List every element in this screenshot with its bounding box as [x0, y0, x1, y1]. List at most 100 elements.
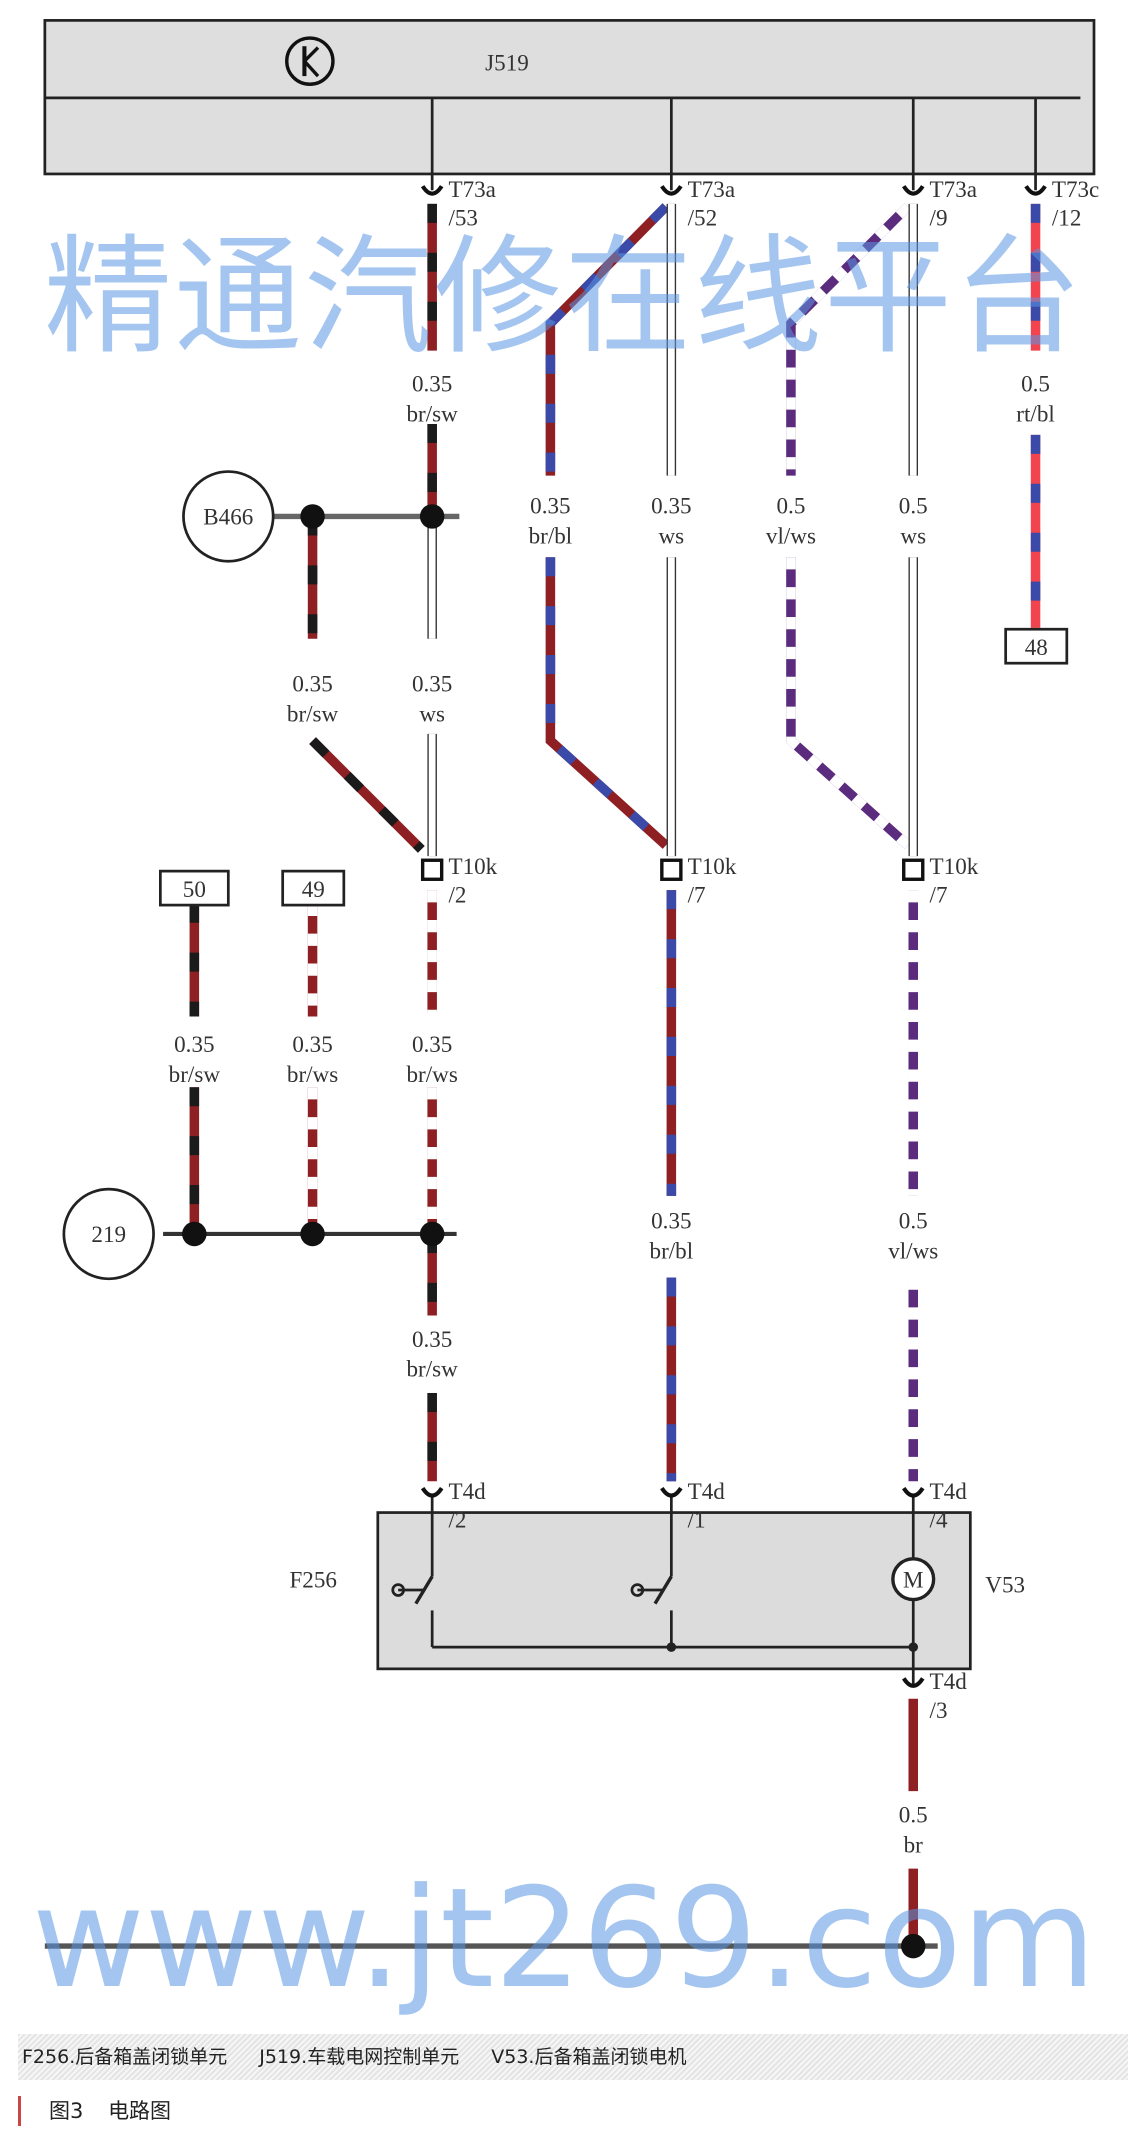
connector-name: T73a	[448, 176, 495, 202]
wire-base	[786, 203, 912, 476]
wire-gauge: 0.35	[412, 671, 452, 697]
legend-f256: F256.后备箱盖闭锁单元	[22, 2046, 228, 2068]
wire-color-code: vl/ws	[888, 1237, 938, 1263]
junction-dot	[901, 1933, 926, 1959]
wire-gauge: 0.35	[412, 1031, 452, 1057]
wire-br-sw	[309, 737, 425, 853]
figure-name: 电路图	[108, 2099, 172, 2123]
wire-gauge: 0.5	[1021, 370, 1050, 396]
reference-label: 50	[183, 876, 206, 902]
connector-pin: /4	[930, 1507, 948, 1533]
ground-point-219: 219	[62, 1187, 155, 1281]
reference-48: 48	[1004, 627, 1069, 665]
switch-knob	[630, 1583, 645, 1597]
reference-label: 49	[302, 876, 325, 902]
connector-housing-icon	[420, 858, 444, 881]
wire-gauge: 0.35	[412, 370, 452, 396]
connector-pin: /7	[688, 881, 706, 907]
wire-color-code: ws	[659, 523, 685, 549]
f256-box	[376, 1511, 972, 1671]
connector-name: T73c	[1052, 176, 1099, 202]
reference-box	[281, 869, 346, 907]
ground-point-b466: B466	[182, 470, 275, 563]
wire-color-code: br	[904, 1831, 924, 1857]
wire-base	[786, 557, 911, 849]
connector-name: T4d	[448, 1478, 486, 1504]
wire-color-code: ws	[419, 701, 445, 727]
connector-housing-icon	[660, 858, 683, 881]
v53-label: V53	[985, 1572, 1025, 1598]
figure-title: 图3 电路图	[18, 2096, 189, 2126]
transistor-icon	[285, 36, 335, 86]
wire-label: 0.35 br/bl	[650, 1208, 694, 1264]
wire-stripe	[786, 557, 911, 849]
ground-label: B466	[203, 504, 253, 530]
wire-gauge: 0.35	[412, 1326, 452, 1352]
wire-label: 0.5 br	[899, 1801, 928, 1857]
ground-circle	[62, 1187, 155, 1281]
connector-t4d-4: T4d/4	[902, 1478, 968, 1533]
ground-label: 219	[91, 1221, 126, 1247]
wire-color-code: br/sw	[406, 400, 458, 426]
wire-stripe	[786, 203, 912, 476]
connector-t4d-3: T4d/3	[902, 1668, 967, 1723]
wire-color-code: rt/bl	[1016, 400, 1054, 426]
wire-gauge: 0.5	[777, 493, 806, 519]
reference-50: 50	[159, 869, 230, 907]
connector-socket-icon	[902, 1486, 925, 1498]
connector-t73c-12: T73c/12	[1024, 176, 1099, 231]
wire-label: 0.35 br/bl	[529, 493, 573, 549]
wire-gauge: 0.35	[292, 1031, 332, 1057]
junction-dot	[182, 1221, 207, 1247]
connector-housing-icon	[902, 858, 925, 881]
wire-color-code: br/sw	[406, 1356, 458, 1382]
wire-color-code: br/sw	[287, 701, 339, 727]
wire-base	[309, 737, 425, 853]
wire-vl-ws	[786, 557, 911, 849]
legend-j519: J519.车载电网控制单元	[259, 2046, 460, 2068]
connector-pin: /52	[688, 205, 718, 231]
connector-pin: /9	[930, 205, 948, 231]
connector-t4d-1: T4d/1	[660, 1478, 725, 1533]
figure-number: 图3	[49, 2099, 84, 2123]
junction-dot	[419, 1221, 445, 1247]
wire-color-code: br/ws	[406, 1061, 457, 1087]
connector-t4d-2: T4d/2	[420, 1478, 486, 1533]
connector-pin: /2	[448, 1507, 466, 1533]
junction-dot	[908, 1642, 919, 1652]
switch-knob	[391, 1583, 405, 1597]
wire-label: 0.5 rt/bl	[1016, 370, 1054, 426]
connector-t73a-9: T73a/9	[902, 176, 977, 231]
connector-socket-icon	[420, 1486, 444, 1498]
junction-dot	[666, 1642, 677, 1652]
wire-label: 0.35 br/ws	[406, 1031, 457, 1087]
wire-gauge: 0.5	[899, 1801, 928, 1827]
connector-socket-icon	[902, 185, 925, 196]
connector-name: T73a	[930, 176, 977, 202]
ground-circle	[182, 470, 275, 563]
junction-dot	[300, 504, 325, 529]
connector-name: T4d	[930, 1478, 968, 1504]
wire-gauge: 0.35	[651, 493, 691, 519]
connector-name: T10k	[448, 853, 497, 879]
wire-base	[545, 557, 670, 849]
f256-label: F256	[289, 1566, 336, 1592]
connector-name: T10k	[688, 853, 737, 879]
wire-color-code: br/bl	[529, 523, 573, 549]
connector-socket-icon	[1024, 185, 1047, 196]
connector-name: T73a	[688, 176, 735, 202]
wire-label: 0.5vl/ws	[888, 1208, 938, 1264]
reference-box	[1004, 627, 1069, 665]
wire-color-code: br/bl	[650, 1237, 694, 1263]
wire-gauge: 0.35	[530, 493, 570, 519]
motor-symbol: M	[903, 1566, 924, 1592]
junction-dot	[300, 1221, 325, 1247]
wire-gauge: 0.35	[651, 1208, 691, 1234]
reference-box	[159, 869, 230, 907]
connector-pin: /7	[930, 881, 948, 907]
wire-label: 0.35 br/sw	[406, 370, 458, 426]
wire-label: 0.35 br/sw	[406, 1326, 458, 1382]
connector-pin: /1	[688, 1507, 706, 1533]
